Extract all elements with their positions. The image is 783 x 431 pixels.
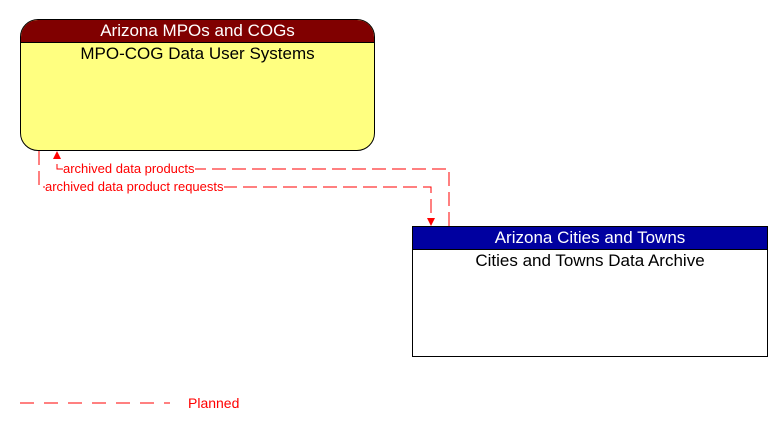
arrow-up-icon [53, 151, 61, 159]
node-cities-and-towns-data-archive[interactable]: Arizona Cities and Towns Cities and Town… [412, 226, 768, 357]
node-mpo-cog-data-user-systems[interactable]: Arizona MPOs and COGs MPO-COG Data User … [20, 19, 375, 151]
node-name-label: MPO-COG Data User Systems [80, 44, 315, 63]
arrow-down-icon [427, 218, 435, 226]
flow-archived-data-product-requests-line [38, 151, 432, 218]
node-group-label: Arizona Cities and Towns [413, 227, 767, 250]
flow-label-archived-data-product-requests: archived data product requests [45, 179, 224, 194]
legend-planned-label: Planned [188, 395, 240, 411]
flow-label-archived-data-products: archived data products [63, 161, 195, 176]
node-name-label: Cities and Towns Data Archive [475, 251, 705, 270]
flow-archived-data-products-line [56, 158, 450, 226]
node-group-label: Arizona MPOs and COGs [21, 20, 374, 43]
